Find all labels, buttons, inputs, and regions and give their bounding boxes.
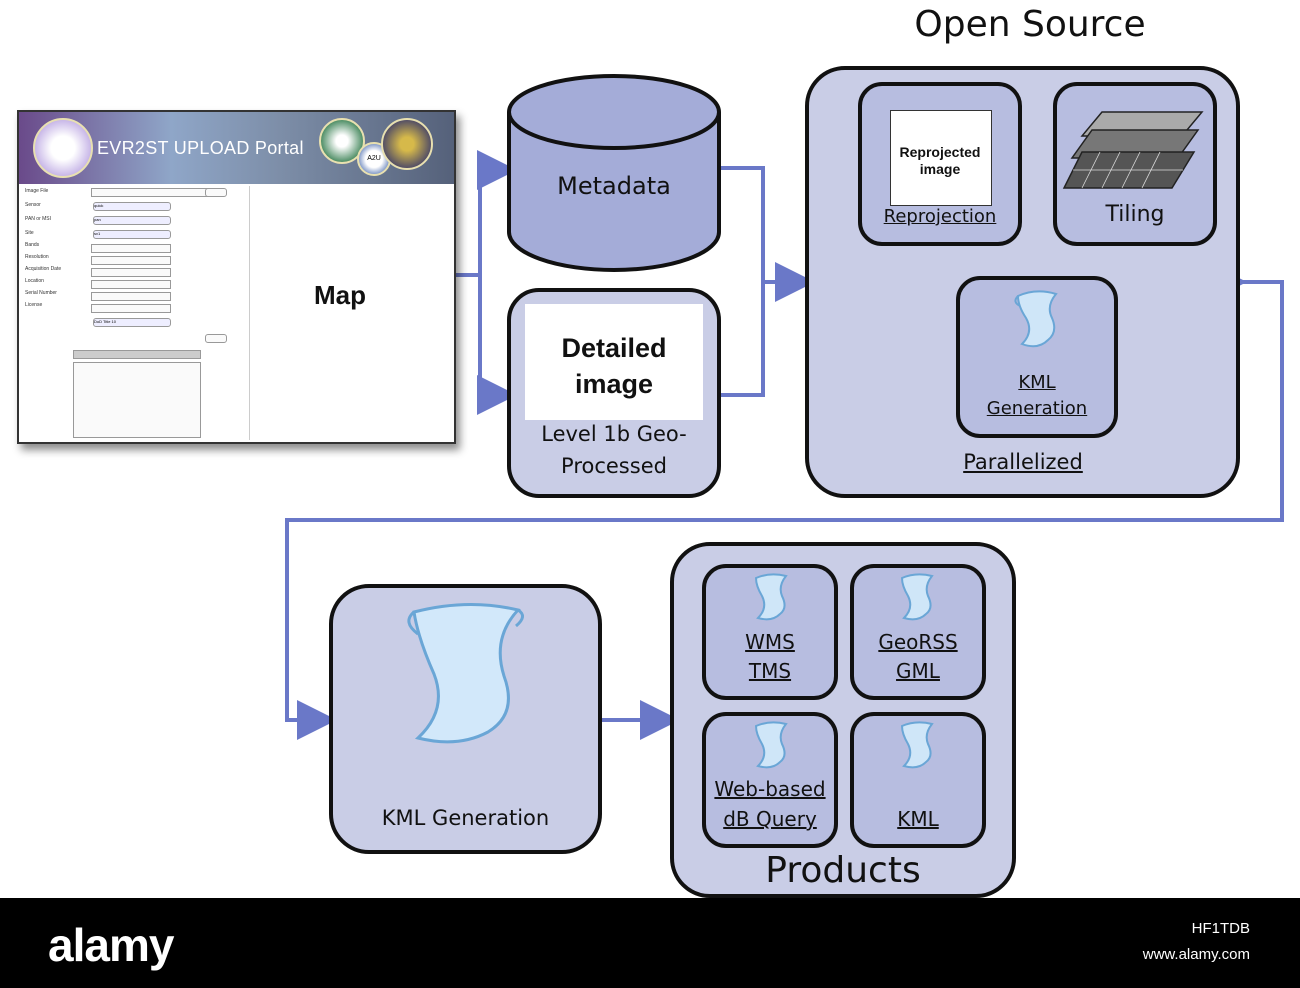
form-label: Sensor	[25, 202, 41, 208]
product-label-line1: Web-based	[714, 777, 826, 801]
image-file-input[interactable]	[91, 188, 217, 197]
level1b-label-line1: Level 1b Geo-	[541, 422, 687, 446]
portal-title: EVR2ST UPLOAD Portal	[97, 138, 304, 158]
scroll-icon	[407, 602, 524, 744]
products-label: Products	[765, 850, 921, 891]
form-label: Image File	[25, 188, 49, 194]
parallelized-label: Parallelized	[963, 450, 1083, 474]
location-input[interactable]	[91, 280, 171, 289]
form-label: Serial Number	[25, 290, 57, 296]
form-label: Location	[25, 278, 44, 284]
product-label-line1: WMS	[745, 630, 795, 654]
metadata-label: Metadata	[557, 172, 671, 200]
portal-banner: EVR2ST UPLOAD Portal A2U	[19, 112, 454, 184]
form-label: Acquisition Date	[25, 266, 62, 272]
upload-button[interactable]	[205, 334, 227, 343]
product-kml-box	[850, 712, 986, 848]
kml-gen-label-line2: Generation	[986, 398, 1088, 419]
eagle-logo-icon	[33, 118, 93, 178]
product-label-line2: TMS	[748, 659, 792, 683]
form-label: Site	[25, 230, 34, 236]
kml-gen-label-line1: KML	[1018, 372, 1056, 393]
form-label: Bands	[25, 242, 40, 248]
image-id: HF1TDB	[1191, 920, 1250, 937]
scroll-icon	[1014, 290, 1058, 348]
log-textarea[interactable]	[73, 362, 201, 438]
arrow-portal-detailed	[477, 275, 517, 415]
product-label-line2: dB Query	[723, 807, 817, 831]
scroll-icon	[900, 573, 934, 621]
merge-line	[718, 166, 765, 397]
acquisition-date-input[interactable]	[91, 268, 171, 277]
resolution-input[interactable]	[91, 256, 171, 265]
reprojection-label: Reprojection	[883, 206, 997, 227]
watermark-footer	[0, 898, 1300, 988]
scroll-icon	[900, 721, 934, 769]
scroll-icon	[754, 721, 788, 769]
level1b-label-line2: Processed	[561, 454, 667, 478]
map-label: Map	[314, 280, 366, 310]
product-label-line1: GeoRSS	[878, 630, 958, 654]
database-icon	[507, 74, 721, 272]
form-label: PAN or MSI	[25, 216, 52, 222]
serial-number-input[interactable]	[91, 292, 171, 301]
pan-msi-select[interactable]: pan	[93, 216, 171, 225]
kml-generation-label: KML Generation	[381, 806, 550, 830]
browse-button[interactable]	[205, 188, 227, 197]
badge-label: A2U	[367, 155, 381, 162]
reprojected-image-panel	[890, 110, 992, 206]
reprojected-image-label: Reprojected image	[899, 144, 981, 177]
upload-portal-screenshot: EVR2ST UPLOAD Portal A2U Image File Sens…	[17, 110, 456, 444]
tiling-label: Tiling	[1105, 202, 1165, 227]
diagram-title: Open Source	[914, 4, 1146, 45]
form-label: License	[25, 302, 43, 308]
form-label: Resolution	[25, 254, 49, 260]
progress-bar	[73, 350, 201, 359]
scroll-icon	[754, 573, 788, 621]
bands-input[interactable]	[91, 244, 171, 253]
license-input[interactable]	[91, 304, 171, 313]
tile-stack-icon	[1062, 111, 1204, 189]
detailed-image-label: Detailed image	[561, 333, 667, 399]
arrow-portal-metadata	[452, 150, 517, 277]
product-label-line2: GML	[896, 659, 940, 683]
watermark-url: www.alamy.com	[1142, 946, 1250, 963]
map-panel	[249, 186, 450, 440]
detailed-image-panel	[525, 304, 703, 420]
license-select[interactable]: DoD Title 10	[93, 318, 171, 327]
alamy-logo: alamy	[48, 919, 174, 971]
product-label-line2: KML	[897, 807, 939, 831]
emblem-icon	[381, 118, 433, 170]
site-select[interactable]: sv1	[93, 230, 171, 239]
arrow-to-kml-generation	[285, 280, 1284, 740]
sensor-select[interactable]: quick	[93, 202, 171, 211]
